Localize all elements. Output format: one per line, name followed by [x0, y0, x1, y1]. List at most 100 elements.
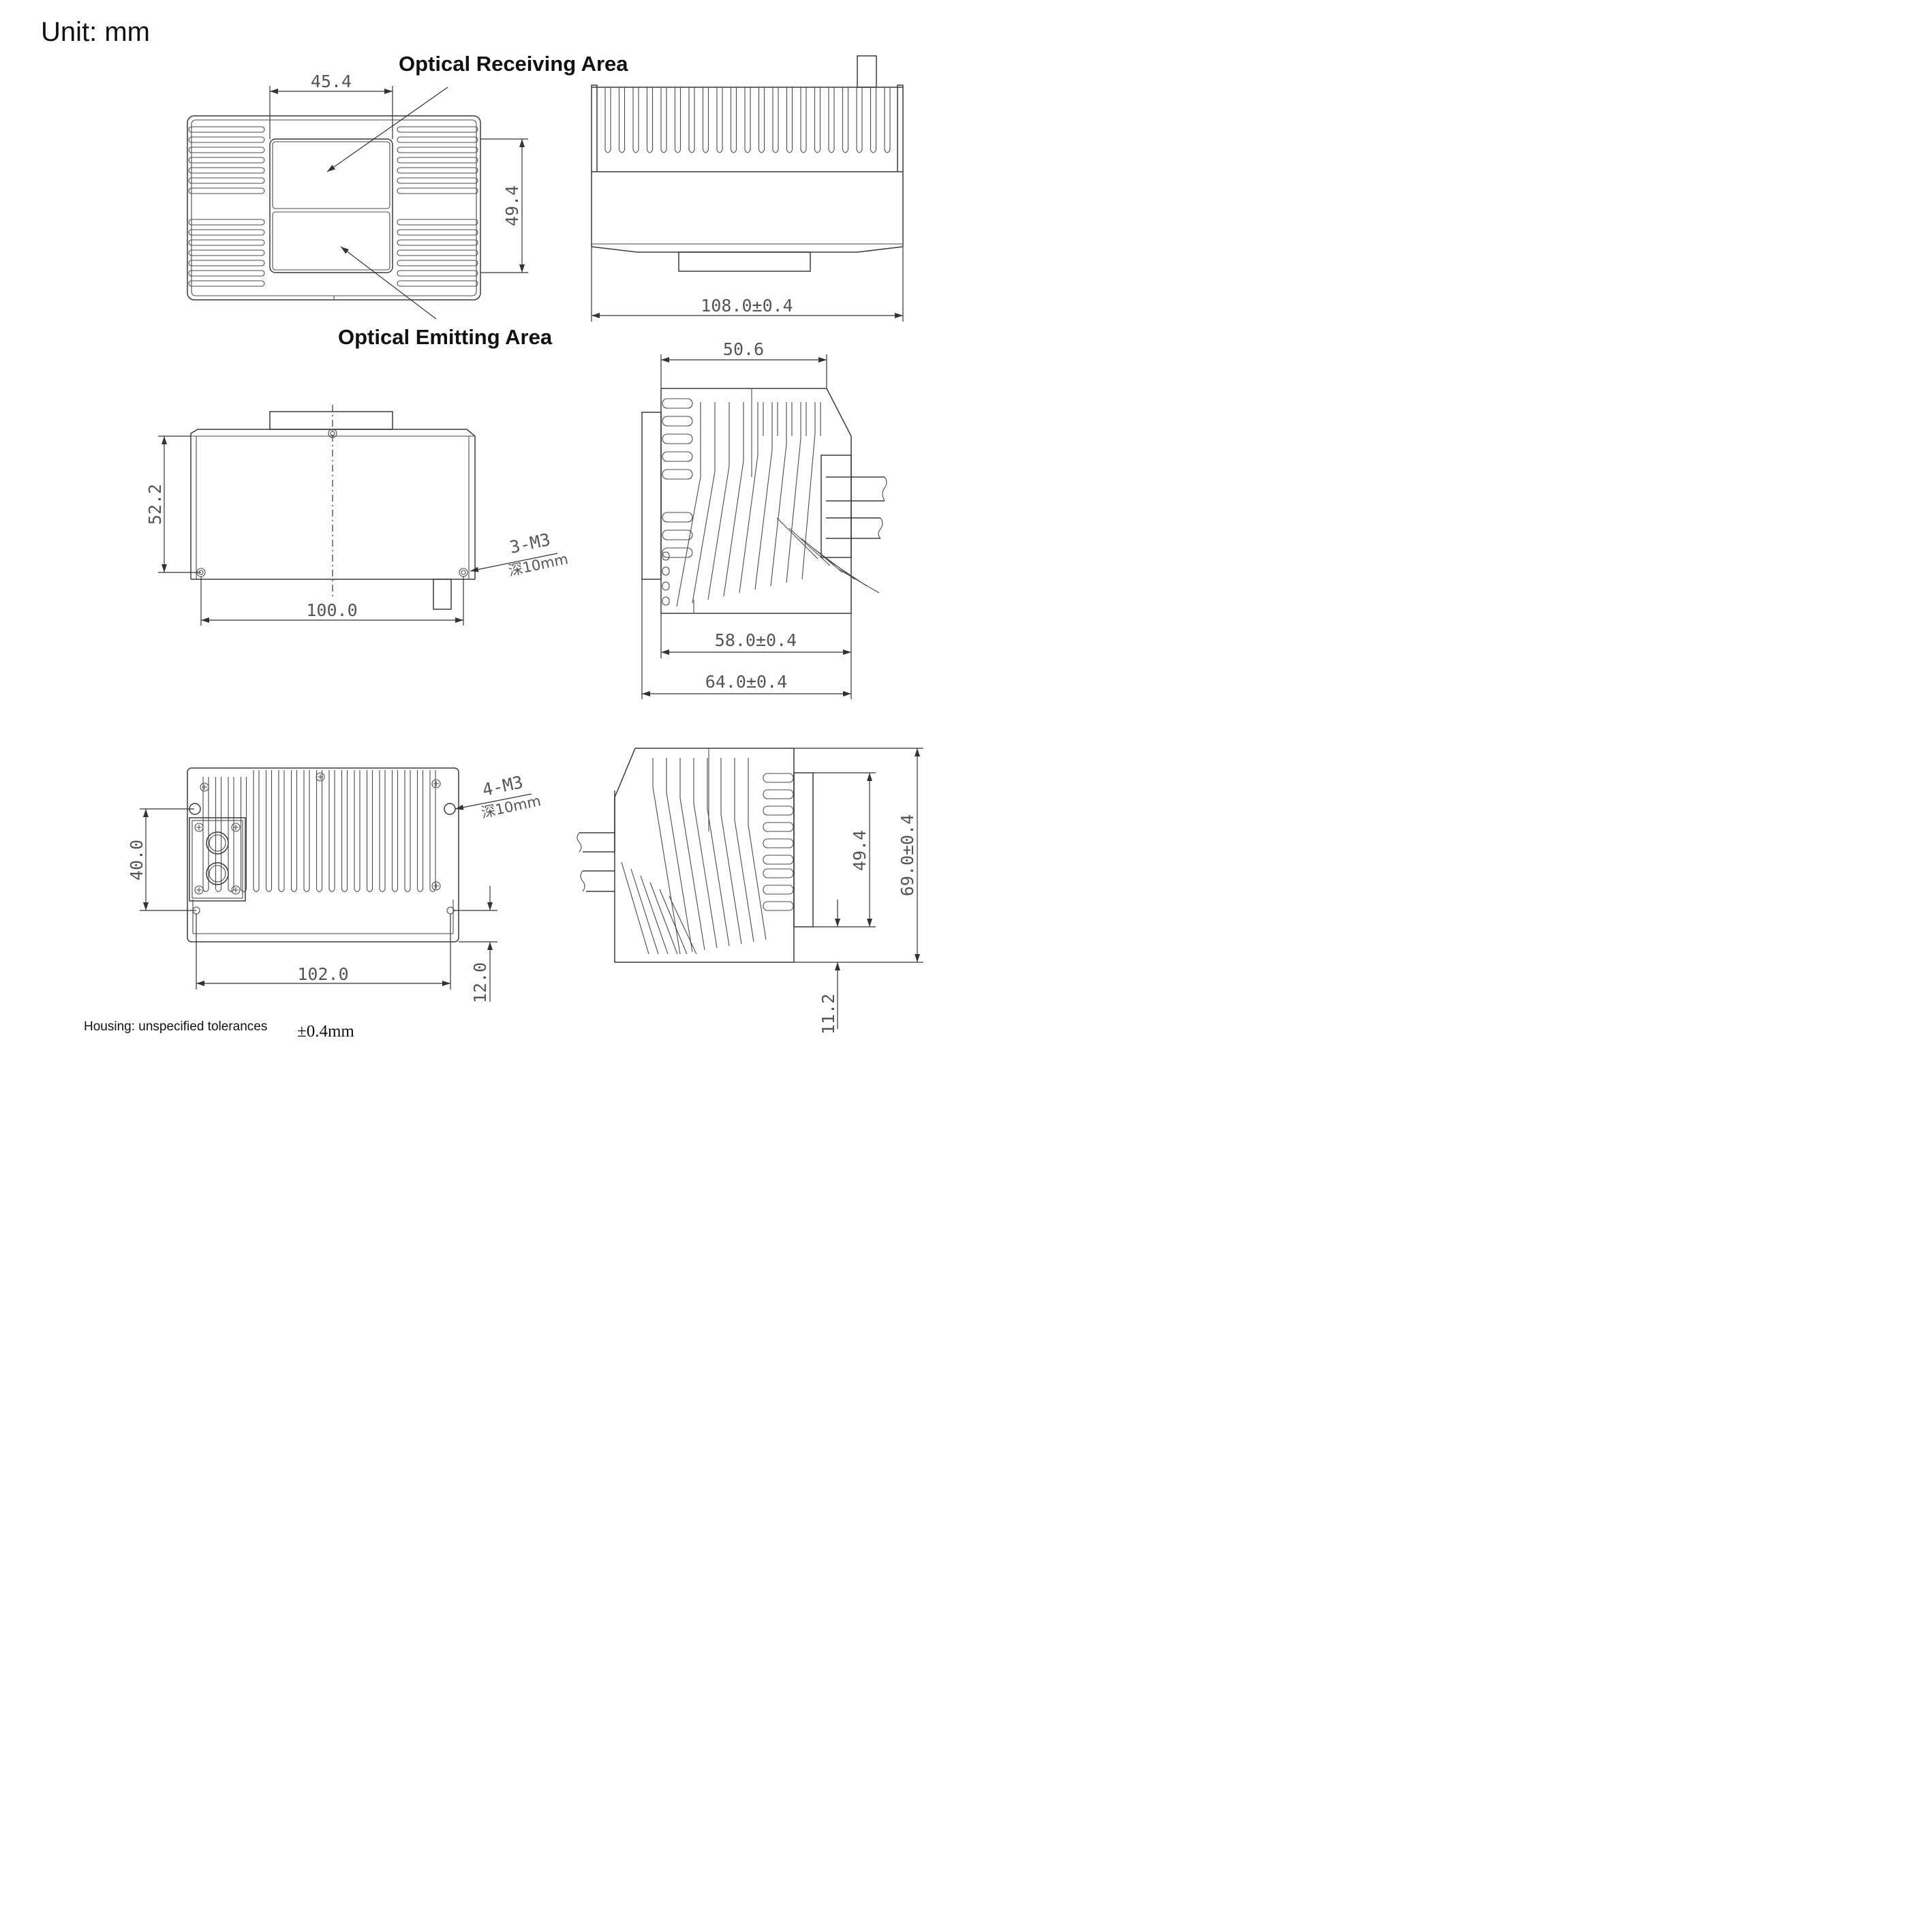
fin: [674, 87, 681, 153]
screw-icon: [431, 881, 441, 891]
fin: [662, 451, 693, 462]
unit-label: Unit: mm: [41, 17, 150, 47]
dim-right-window: 49.4: [850, 830, 870, 871]
fin: [652, 758, 681, 955]
fin: [754, 402, 773, 590]
fin: [786, 402, 801, 583]
mount-hole-icon: [444, 803, 456, 815]
fin: [188, 239, 265, 246]
fin: [662, 581, 670, 591]
fin: [188, 157, 265, 164]
fin: [758, 87, 765, 153]
fin: [801, 402, 816, 580]
fin: [416, 770, 424, 893]
fin: [188, 229, 265, 236]
fin: [621, 861, 649, 955]
fin: [679, 758, 705, 951]
fin: [397, 136, 478, 143]
fin: [188, 260, 265, 266]
dim-right-total: 69.0±0.4: [898, 814, 917, 896]
dim-front-window-height: 49.4: [502, 185, 522, 226]
fin: [688, 87, 695, 153]
right-view: 49.4 69.0±0.4 11.2: [577, 748, 923, 1034]
dim-side-width: 50.6: [723, 339, 764, 359]
screw-icon: [433, 883, 439, 889]
fin: [632, 87, 639, 153]
fin: [763, 789, 794, 799]
rear-view: 40.0 102.0 12.0 4-M3 深10mm: [127, 767, 542, 1003]
fin: [884, 87, 891, 153]
front-view: 45.4 49.4: [187, 72, 528, 320]
fin: [604, 87, 611, 153]
mount-hole-callout: 3-M3: [508, 530, 552, 557]
fin: [723, 402, 744, 597]
fin: [763, 855, 794, 865]
fin: [278, 770, 285, 893]
fin: [693, 758, 718, 949]
side-view: 50.6 58.0±0.4 64.0±0.4: [641, 339, 887, 699]
fin: [734, 758, 754, 942]
fin: [215, 777, 222, 893]
fin: [763, 773, 794, 783]
fin: [253, 770, 260, 893]
fin: [800, 87, 807, 153]
fin: [662, 551, 670, 561]
fin: [763, 868, 794, 878]
screw-icon: [196, 825, 202, 830]
fin: [397, 177, 478, 184]
fin: [662, 398, 693, 409]
fin: [379, 770, 386, 893]
fin: [748, 758, 767, 940]
dim-mount-spacing: 100.0: [306, 600, 357, 620]
fin: [188, 280, 265, 287]
fin: [676, 402, 701, 607]
fin: [630, 868, 659, 955]
screw-icon: [233, 887, 239, 893]
fin: [814, 87, 821, 153]
fin: [188, 187, 265, 194]
dim-rear-height: 40.0: [127, 840, 147, 880]
fin: [188, 126, 265, 133]
dim-mount-height: 52.2: [145, 484, 165, 525]
fin: [662, 416, 693, 427]
fin: [316, 770, 323, 893]
fin: [716, 87, 723, 153]
fin: [188, 167, 265, 174]
fin: [646, 87, 654, 153]
optical-emitting-label: Optical Emitting Area: [338, 325, 553, 349]
fin: [662, 596, 670, 606]
dim-top-length: 108.0±0.4: [701, 296, 793, 316]
screw-icon: [233, 825, 239, 830]
fin: [397, 167, 478, 174]
screw-icon: [231, 823, 241, 832]
fin: [662, 469, 693, 480]
fin: [649, 882, 678, 955]
fin: [662, 547, 693, 558]
fin: [666, 758, 693, 953]
fin: [763, 806, 794, 816]
fin: [720, 758, 742, 945]
fin: [397, 280, 478, 287]
fin: [786, 87, 793, 153]
fin: [188, 219, 265, 226]
screw-icon: [318, 774, 323, 780]
screw-icon: [431, 779, 441, 788]
fin: [730, 87, 737, 153]
fin: [662, 433, 693, 444]
fin: [397, 126, 478, 133]
fin: [662, 512, 693, 523]
fin: [397, 249, 478, 256]
fin: [828, 87, 835, 153]
fin: [669, 895, 697, 955]
fin: [397, 260, 478, 266]
fin: [707, 758, 730, 947]
fin: [776, 517, 818, 559]
fin: [739, 402, 758, 594]
fin: [240, 777, 247, 893]
bottom-view: 52.2 100.0 3-M3 深10mm: [145, 405, 570, 626]
fin: [838, 568, 880, 594]
fin: [188, 270, 265, 277]
fin: [763, 901, 794, 911]
screw-icon: [200, 782, 209, 792]
screw-icon: [202, 784, 207, 790]
